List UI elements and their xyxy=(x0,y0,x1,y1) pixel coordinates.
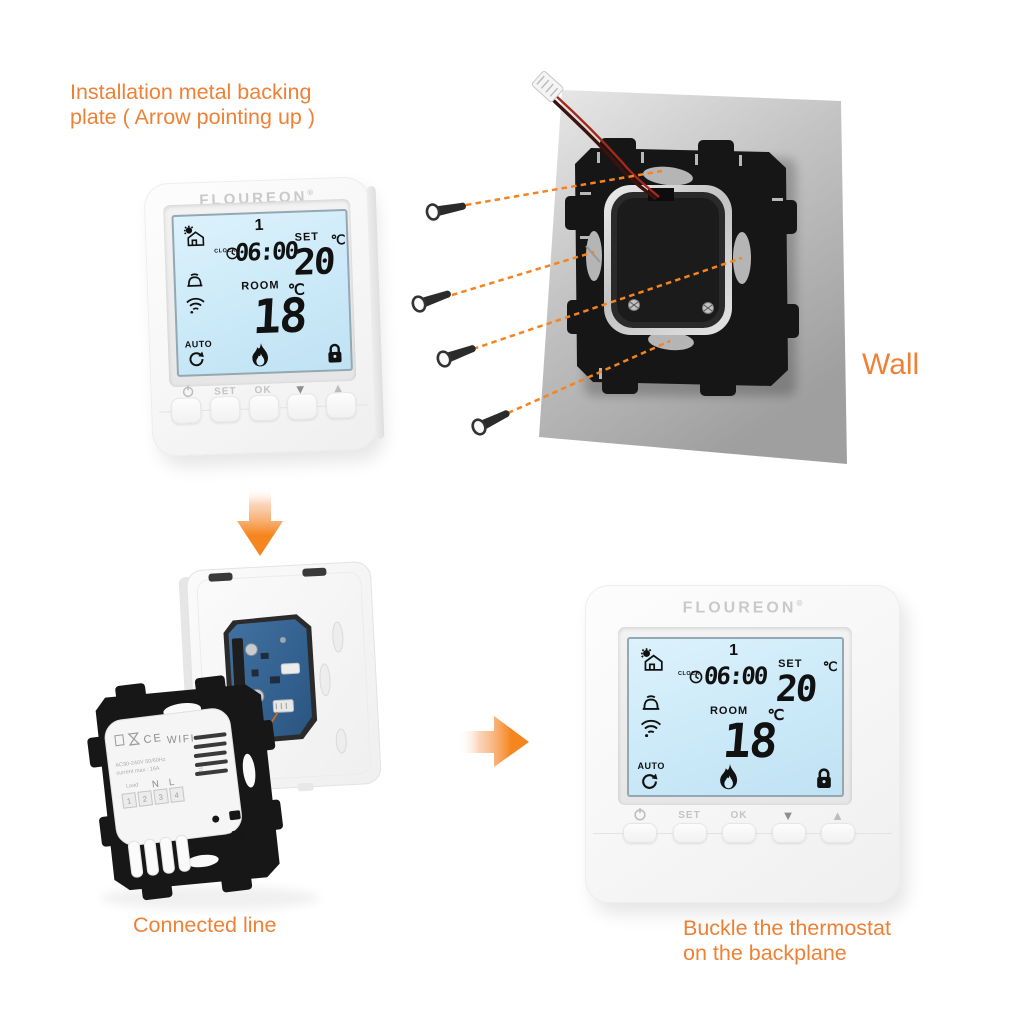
room-unit: ℃ xyxy=(767,707,785,725)
power-button xyxy=(623,823,657,843)
power-button xyxy=(170,397,202,425)
brand-logo: FLOUREON® xyxy=(682,599,803,617)
power-icon xyxy=(170,384,205,401)
set-button xyxy=(672,823,707,843)
down-button xyxy=(771,823,806,843)
hourglass-icon xyxy=(127,732,141,746)
screw-icon xyxy=(425,202,467,221)
black-backing-plate: CE WIFI AC90-240V 50/60Hz current max : … xyxy=(87,675,283,901)
weekday-indicator: 1 xyxy=(254,216,264,235)
caption-install-backing-plate: Installation metal backing plate ( Arrow… xyxy=(70,80,315,130)
clock-icon: CLOCK xyxy=(214,246,238,259)
button-labels: SET OK ▼ ▲ xyxy=(623,807,855,824)
room-label: ROOM xyxy=(709,704,749,717)
ok-button xyxy=(722,823,756,843)
button-row xyxy=(170,391,357,425)
flame-icon xyxy=(252,342,269,367)
caption-buckle-thermostat: Buckle the thermostat on the backplane xyxy=(683,916,891,966)
vent-slots xyxy=(193,732,228,777)
metal-backing-plate xyxy=(531,70,799,396)
lock-icon xyxy=(328,343,342,363)
gateway-icon xyxy=(186,273,203,287)
down-button xyxy=(286,393,318,421)
power-module: CE WIFI AC90-240V 50/60Hz current max : … xyxy=(104,708,244,878)
time-value: 06:00 xyxy=(234,236,298,267)
connected-wires xyxy=(127,834,191,878)
auto-label: AUTO xyxy=(637,760,665,771)
svg-text:1: 1 xyxy=(126,796,131,805)
thermostat-front-view-bottom: FLOUREON® 1 CLOCK 06:00 SET 20 ℃ ROOM 18… xyxy=(585,585,900,903)
svg-text:4: 4 xyxy=(174,790,179,799)
auto-cycle-icon xyxy=(189,351,204,367)
load-label: Load xyxy=(126,782,139,789)
wifi-icon xyxy=(185,297,205,314)
ok-button-label: OK xyxy=(730,810,748,821)
up-button xyxy=(325,391,357,419)
mounting-screws xyxy=(411,202,510,436)
power-icon xyxy=(623,807,657,824)
wall-module xyxy=(604,185,732,335)
gateway-icon xyxy=(642,695,659,710)
set-unit: ℃ xyxy=(330,231,346,248)
caption-wall: Wall xyxy=(862,348,920,381)
svg-text:2: 2 xyxy=(142,794,147,803)
wire-connector xyxy=(531,70,564,103)
set-temperature: 20 xyxy=(292,241,335,284)
set-unit: ℃ xyxy=(822,659,838,675)
ok-button xyxy=(248,394,280,422)
up-button xyxy=(821,823,855,843)
screw-guide-lines xyxy=(451,169,743,415)
wire-and-connector xyxy=(531,70,660,201)
room-unit: ℃ xyxy=(287,281,306,299)
sun-house-icon xyxy=(640,648,663,672)
set-button xyxy=(209,395,241,423)
screw-icon xyxy=(471,410,510,436)
ce-mark: CE xyxy=(143,732,164,746)
exploded-view: CE WIFI AC90-240V 50/60Hz current max : … xyxy=(87,561,382,910)
right-arrow-icon xyxy=(458,716,529,767)
time-value: 06:00 xyxy=(702,662,768,691)
clock-icon: CLOCK xyxy=(677,670,703,684)
lcd-display: 1 CLOCK 06:00 SET 20 ℃ ROOM 18 ℃ AUTO xyxy=(627,637,844,797)
terminal-blocks: 1 2 3 4 xyxy=(121,786,185,809)
down-button-label: ▼ xyxy=(781,808,796,823)
weekday-indicator: 1 xyxy=(729,642,739,660)
thermostat-front-view-top: FLOUREON® 1 CLOCK 06:00 SET 20 ℃ ROOM 18… xyxy=(143,176,385,457)
auto-label: AUTO xyxy=(184,338,213,350)
set-button-label: SET xyxy=(678,810,701,821)
button-labels: SET OK ▼ ▲ xyxy=(170,379,355,401)
wall-scene xyxy=(411,70,847,464)
ntc-label: NTC xyxy=(196,762,203,774)
bin-icon xyxy=(114,734,125,747)
screw-icon xyxy=(436,345,476,368)
lock-icon xyxy=(817,768,832,788)
n-terminal-label: N xyxy=(151,779,159,791)
l-terminal-label: L xyxy=(168,777,175,789)
clock-label: CLOCK xyxy=(677,671,701,678)
auto-cycle-icon xyxy=(641,773,658,789)
up-button-label: ▲ xyxy=(831,808,845,823)
button-row xyxy=(623,823,855,843)
svg-text:3: 3 xyxy=(158,792,163,801)
flame-icon xyxy=(720,763,738,790)
current-rating: current max : 16A xyxy=(116,766,160,777)
sun-house-icon xyxy=(183,226,204,247)
down-arrow-icon xyxy=(237,487,283,556)
wifi-icon xyxy=(640,719,661,737)
caption-connected-line: Connected line xyxy=(133,913,277,937)
screw-icon xyxy=(411,290,451,313)
wifi-label: WIFI xyxy=(167,732,196,746)
set-label: SET xyxy=(778,657,803,670)
lcd-display: 1 CLOCK 06:00 SET 20 ℃ ROOM 18 ℃ AUTO xyxy=(171,208,353,377)
set-temperature: 20 xyxy=(774,668,818,710)
